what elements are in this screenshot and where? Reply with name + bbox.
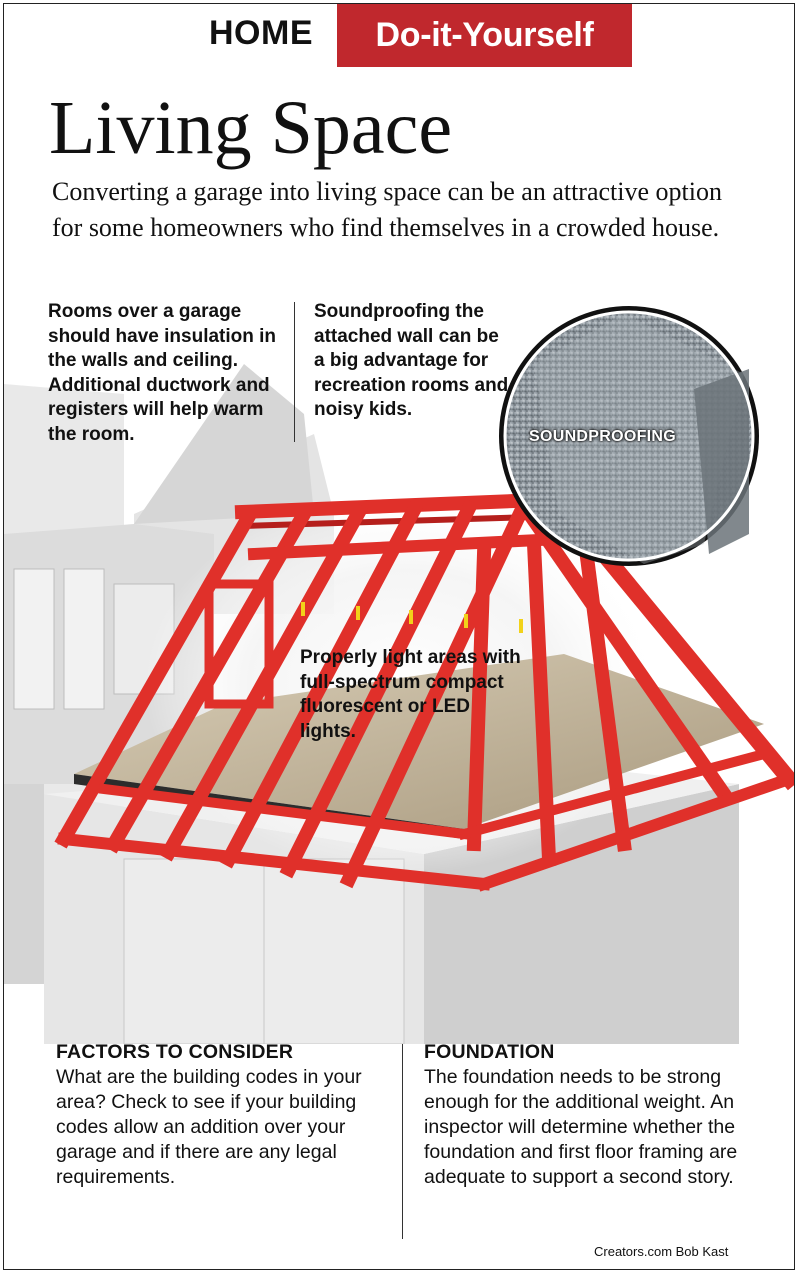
section-foundation: FOUNDATION The foundation needs to be st…	[424, 1039, 764, 1190]
light-fixtures	[301, 602, 523, 633]
section-factors: FACTORS TO CONSIDER What are the buildin…	[56, 1039, 396, 1190]
header: HOME Do-it-Yourself	[4, 4, 794, 68]
section-body: What are the building codes in your area…	[56, 1066, 362, 1188]
section-heading: FOUNDATION	[424, 1041, 555, 1063]
section-body: The foundation needs to be strong enough…	[424, 1066, 738, 1188]
section-divider	[402, 1044, 403, 1239]
section-banner: Do-it-Yourself	[337, 4, 632, 67]
page-title: Living Space	[49, 86, 453, 170]
soundproofing-inset	[499, 306, 759, 566]
callout-soundproofing: Soundproofing the attached wall can be a…	[314, 301, 509, 420]
home-label: HOME	[209, 14, 313, 52]
intro-text: Converting a garage into living space ca…	[52, 177, 722, 242]
red-rafters	[54, 491, 794, 892]
credit-line: Creators.com Bob Kast	[594, 1244, 729, 1259]
soundproofing-label: SOUNDPROOFING	[529, 428, 677, 445]
callout-insulation: Rooms over a garage should have insulati…	[48, 301, 277, 445]
callout-divider	[294, 302, 295, 442]
section-heading: FACTORS TO CONSIDER	[56, 1041, 294, 1063]
callout-lighting: Properly light areas with full-spectrum …	[300, 647, 521, 742]
infographic: HOME Do-it-Yourself Living Space Convert…	[3, 3, 795, 1270]
garage-framing-illustration	[4, 306, 794, 1044]
